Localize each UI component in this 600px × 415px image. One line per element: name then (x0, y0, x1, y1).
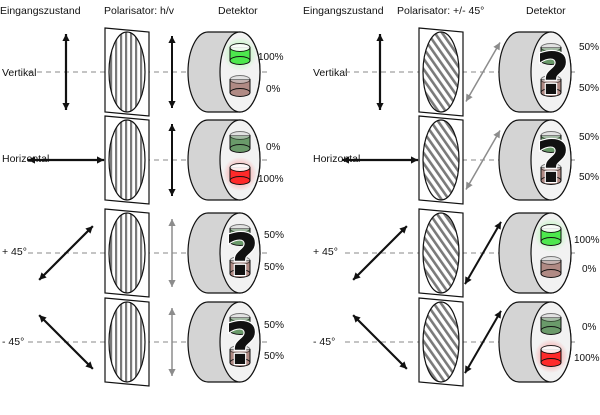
input-polarization-arrow-r3 (38, 225, 94, 281)
diagram-graphics: ???? (28, 27, 579, 387)
detector-pct-top-row4: 50% (264, 320, 284, 331)
detector-pct-top-row2: 0% (266, 142, 281, 153)
detector-lamp-top-r3 (229, 224, 251, 246)
input-polarization-arrow-r3-right (352, 225, 408, 281)
polarizer-plate-r2 (104, 115, 150, 205)
polarizer-plate-r4 (104, 297, 150, 387)
detector-lamp-top-r3-right (534, 218, 568, 252)
state-label-plus45-right: + 45° (313, 246, 338, 258)
detector-lamp-bottom-r3 (229, 256, 251, 278)
output-polarization-arrow-r3 (168, 219, 176, 287)
detector-pct-bottom-row3-right: 0% (582, 264, 597, 275)
output-polarization-arrow-r4 (168, 308, 176, 376)
detector-pct-bottom-row4: 50% (264, 351, 284, 362)
polarizer-plate-r1-right (418, 27, 464, 117)
output-polarization-arrow-r4-right (464, 310, 502, 374)
question-mark-r3: ? (225, 221, 259, 289)
detector-lamp-bottom-r1 (229, 75, 251, 97)
polarizer-plate-r2-right (418, 115, 464, 205)
input-polarization-arrow-r2-right (342, 156, 418, 164)
detector-lamp-bottom-r1-right (540, 75, 562, 97)
question-mark-r4: ? (225, 310, 259, 378)
question-mark-r1-right: ? (536, 40, 570, 108)
state-label-plus45: + 45° (2, 246, 27, 258)
output-polarization-arrow-r3-right (464, 221, 502, 285)
state-label-vertikal-right: Vertikal (313, 67, 347, 79)
state-label-vertikal: Vertikal (2, 67, 36, 79)
polarizer-plate-r3-right (418, 208, 464, 298)
header-polarizer-diag: Polarisator: +/- 45° (397, 5, 484, 17)
header-detector-right: Detektor (526, 5, 566, 17)
input-polarization-arrow-r1-right (376, 34, 384, 110)
detector-pct-top-row2-right: 50% (579, 132, 599, 143)
state-label-minus45: - 45° (2, 336, 24, 348)
detector-lamp-top-r1-right (540, 43, 562, 65)
detector-pct-top-row4-right: 0% (582, 322, 597, 333)
detector-lamp-top-r1 (223, 37, 257, 71)
detector-lamp-bottom-r4-right (534, 339, 568, 373)
detector-pct-top-row1: 100% (258, 52, 284, 63)
detector-lamp-top-r2-right (540, 131, 562, 153)
question-mark-r2-right: ? (536, 128, 570, 196)
header-input-state: Eingangszustand (0, 5, 81, 17)
header-input-state-right: Eingangszustand (303, 5, 384, 17)
output-polarization-arrow-r2 (168, 124, 176, 196)
detector-lamp-bottom-r2 (223, 157, 257, 191)
detector-lamp-top-r4-right (540, 313, 562, 335)
detector-pct-top-row1-right: 50% (579, 42, 599, 53)
input-polarization-arrow-r1 (62, 34, 70, 110)
detector-pct-bottom-row2-right: 50% (579, 172, 599, 183)
input-polarization-arrow-r4 (38, 314, 94, 370)
detector-pct-bottom-row3: 50% (264, 262, 284, 273)
detector-pct-top-row3-right: 100% (574, 235, 600, 246)
output-polarization-arrow-r2-right (465, 130, 501, 190)
detector-pct-bottom-row2: 100% (258, 174, 284, 185)
detector-lamp-bottom-r3-right (540, 256, 562, 278)
output-polarization-arrow-r1-right (465, 42, 501, 102)
state-label-horizontal: Horizontal (2, 153, 49, 165)
input-polarization-arrow-r4-right (352, 314, 408, 370)
header-polarizer-hv: Polarisator: h/v (104, 5, 175, 17)
polarizer-plate-r4-right (418, 297, 464, 387)
polarizer-plate-r1 (104, 27, 150, 117)
detector-lamp-bottom-r4 (229, 345, 251, 367)
state-label-minus45-right: - 45° (313, 336, 335, 348)
detector-pct-bottom-row1-right: 50% (579, 83, 599, 94)
detector-pct-bottom-row1: 0% (266, 84, 281, 95)
detector-lamp-top-r2 (229, 131, 251, 153)
polarizer-plate-r3 (104, 208, 150, 298)
output-polarization-arrow-r1 (168, 36, 176, 108)
input-polarization-arrow-r2 (28, 156, 104, 164)
detector-pct-top-row3: 50% (264, 230, 284, 241)
header-detector-left: Detektor (218, 5, 258, 17)
detector-pct-bottom-row4-right: 100% (574, 353, 600, 364)
detector-lamp-bottom-r2-right (540, 163, 562, 185)
detector-lamp-top-r4 (229, 313, 251, 335)
